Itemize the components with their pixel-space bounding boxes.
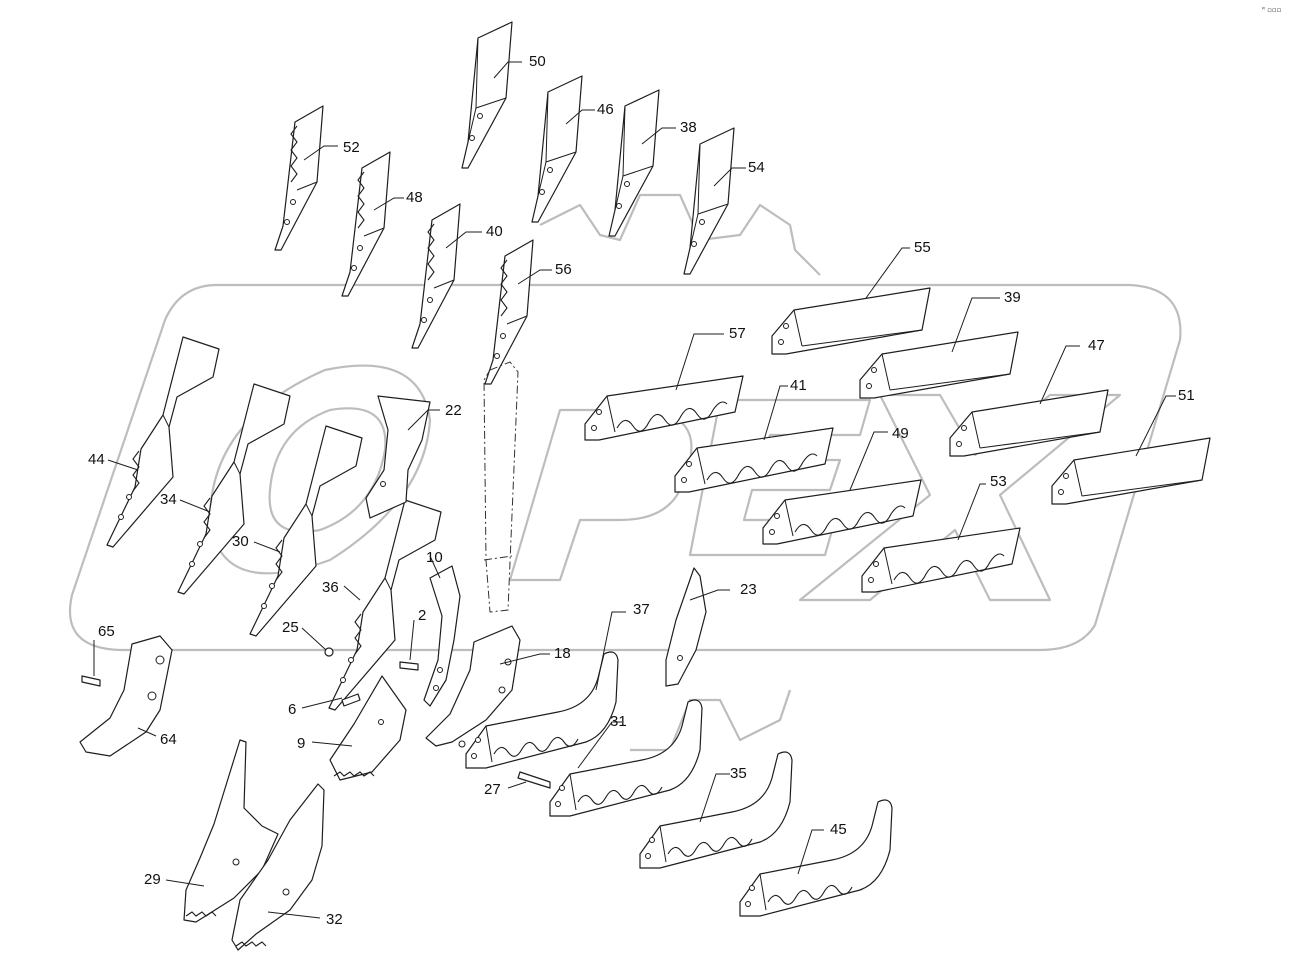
part-46 (531, 75, 583, 223)
part-64 (79, 635, 173, 757)
part-2 (399, 661, 419, 671)
part-57 (584, 375, 744, 441)
part-23 (665, 567, 707, 687)
part-47 (949, 389, 1109, 457)
callout-48: 48 (406, 189, 423, 206)
callout-57: 57 (729, 325, 746, 342)
callout-22: 22 (445, 402, 462, 419)
part-54 (683, 127, 735, 275)
callout-23: 23 (740, 581, 757, 598)
callout-9: 9 (297, 735, 305, 752)
callout-56: 56 (555, 261, 572, 278)
callout-2: 2 (418, 607, 426, 624)
part-22 (365, 395, 431, 519)
part-51 (1051, 437, 1211, 505)
part-34 (177, 383, 291, 595)
callout-47: 47 (1088, 337, 1105, 354)
part-9 (329, 675, 407, 781)
callout-38: 38 (680, 119, 697, 136)
part-36 (328, 499, 442, 711)
callout-54: 54 (748, 159, 765, 176)
callout-64: 64 (160, 731, 177, 748)
part-53 (861, 527, 1021, 593)
callout-37: 37 (633, 601, 650, 618)
callout-31: 31 (610, 713, 627, 730)
part-10 (423, 565, 461, 707)
callout-55: 55 (914, 239, 931, 256)
callout-51: 51 (1178, 387, 1195, 404)
callout-50: 50 (529, 53, 546, 70)
part-32 (231, 783, 325, 951)
part-48 (341, 151, 391, 297)
callout-45: 45 (830, 821, 847, 838)
callout-32: 32 (326, 911, 343, 928)
part-27 (517, 771, 551, 789)
part-40 (411, 203, 461, 349)
part-65 (81, 675, 101, 687)
callout-30: 30 (232, 533, 249, 550)
part-41 (674, 427, 834, 493)
callout-44: 44 (88, 451, 105, 468)
part-39 (859, 331, 1019, 399)
callout-46: 46 (597, 101, 614, 118)
part-25 (324, 647, 334, 657)
part-52 (274, 105, 324, 251)
callout-65: 65 (98, 623, 115, 640)
part-30 (249, 425, 363, 637)
callout-40: 40 (486, 223, 503, 240)
part-38 (608, 89, 660, 237)
callout-labels: 2 69 10 18 22 23 25 27 29 30 31 32 34 35 36 37 38 39 40 41 4… (88, 53, 1195, 928)
leader-lines (93, 61, 1176, 919)
callout-36: 36 (322, 579, 339, 596)
callout-29: 29 (144, 871, 161, 888)
callout-49: 49 (892, 425, 909, 442)
part-6 (341, 693, 361, 707)
callout-41: 41 (790, 377, 807, 394)
corner-mark: ᴿ ▫▫▫ (1262, 6, 1282, 14)
callout-27: 27 (484, 781, 501, 798)
callout-34: 34 (160, 491, 177, 508)
callout-10: 10 (426, 549, 443, 566)
callout-35: 35 (730, 765, 747, 782)
assembly-shaft (483, 361, 519, 613)
callout-18: 18 (554, 645, 571, 662)
callout-39: 39 (1004, 289, 1021, 306)
part-50 (461, 21, 513, 169)
part-29 (183, 739, 279, 923)
callout-6: 6 (288, 701, 296, 718)
callout-53: 53 (990, 473, 1007, 490)
callout-52: 52 (343, 139, 360, 156)
callout-25: 25 (282, 619, 299, 636)
part-55 (771, 287, 931, 355)
watermark-logo (68, 193, 1182, 752)
